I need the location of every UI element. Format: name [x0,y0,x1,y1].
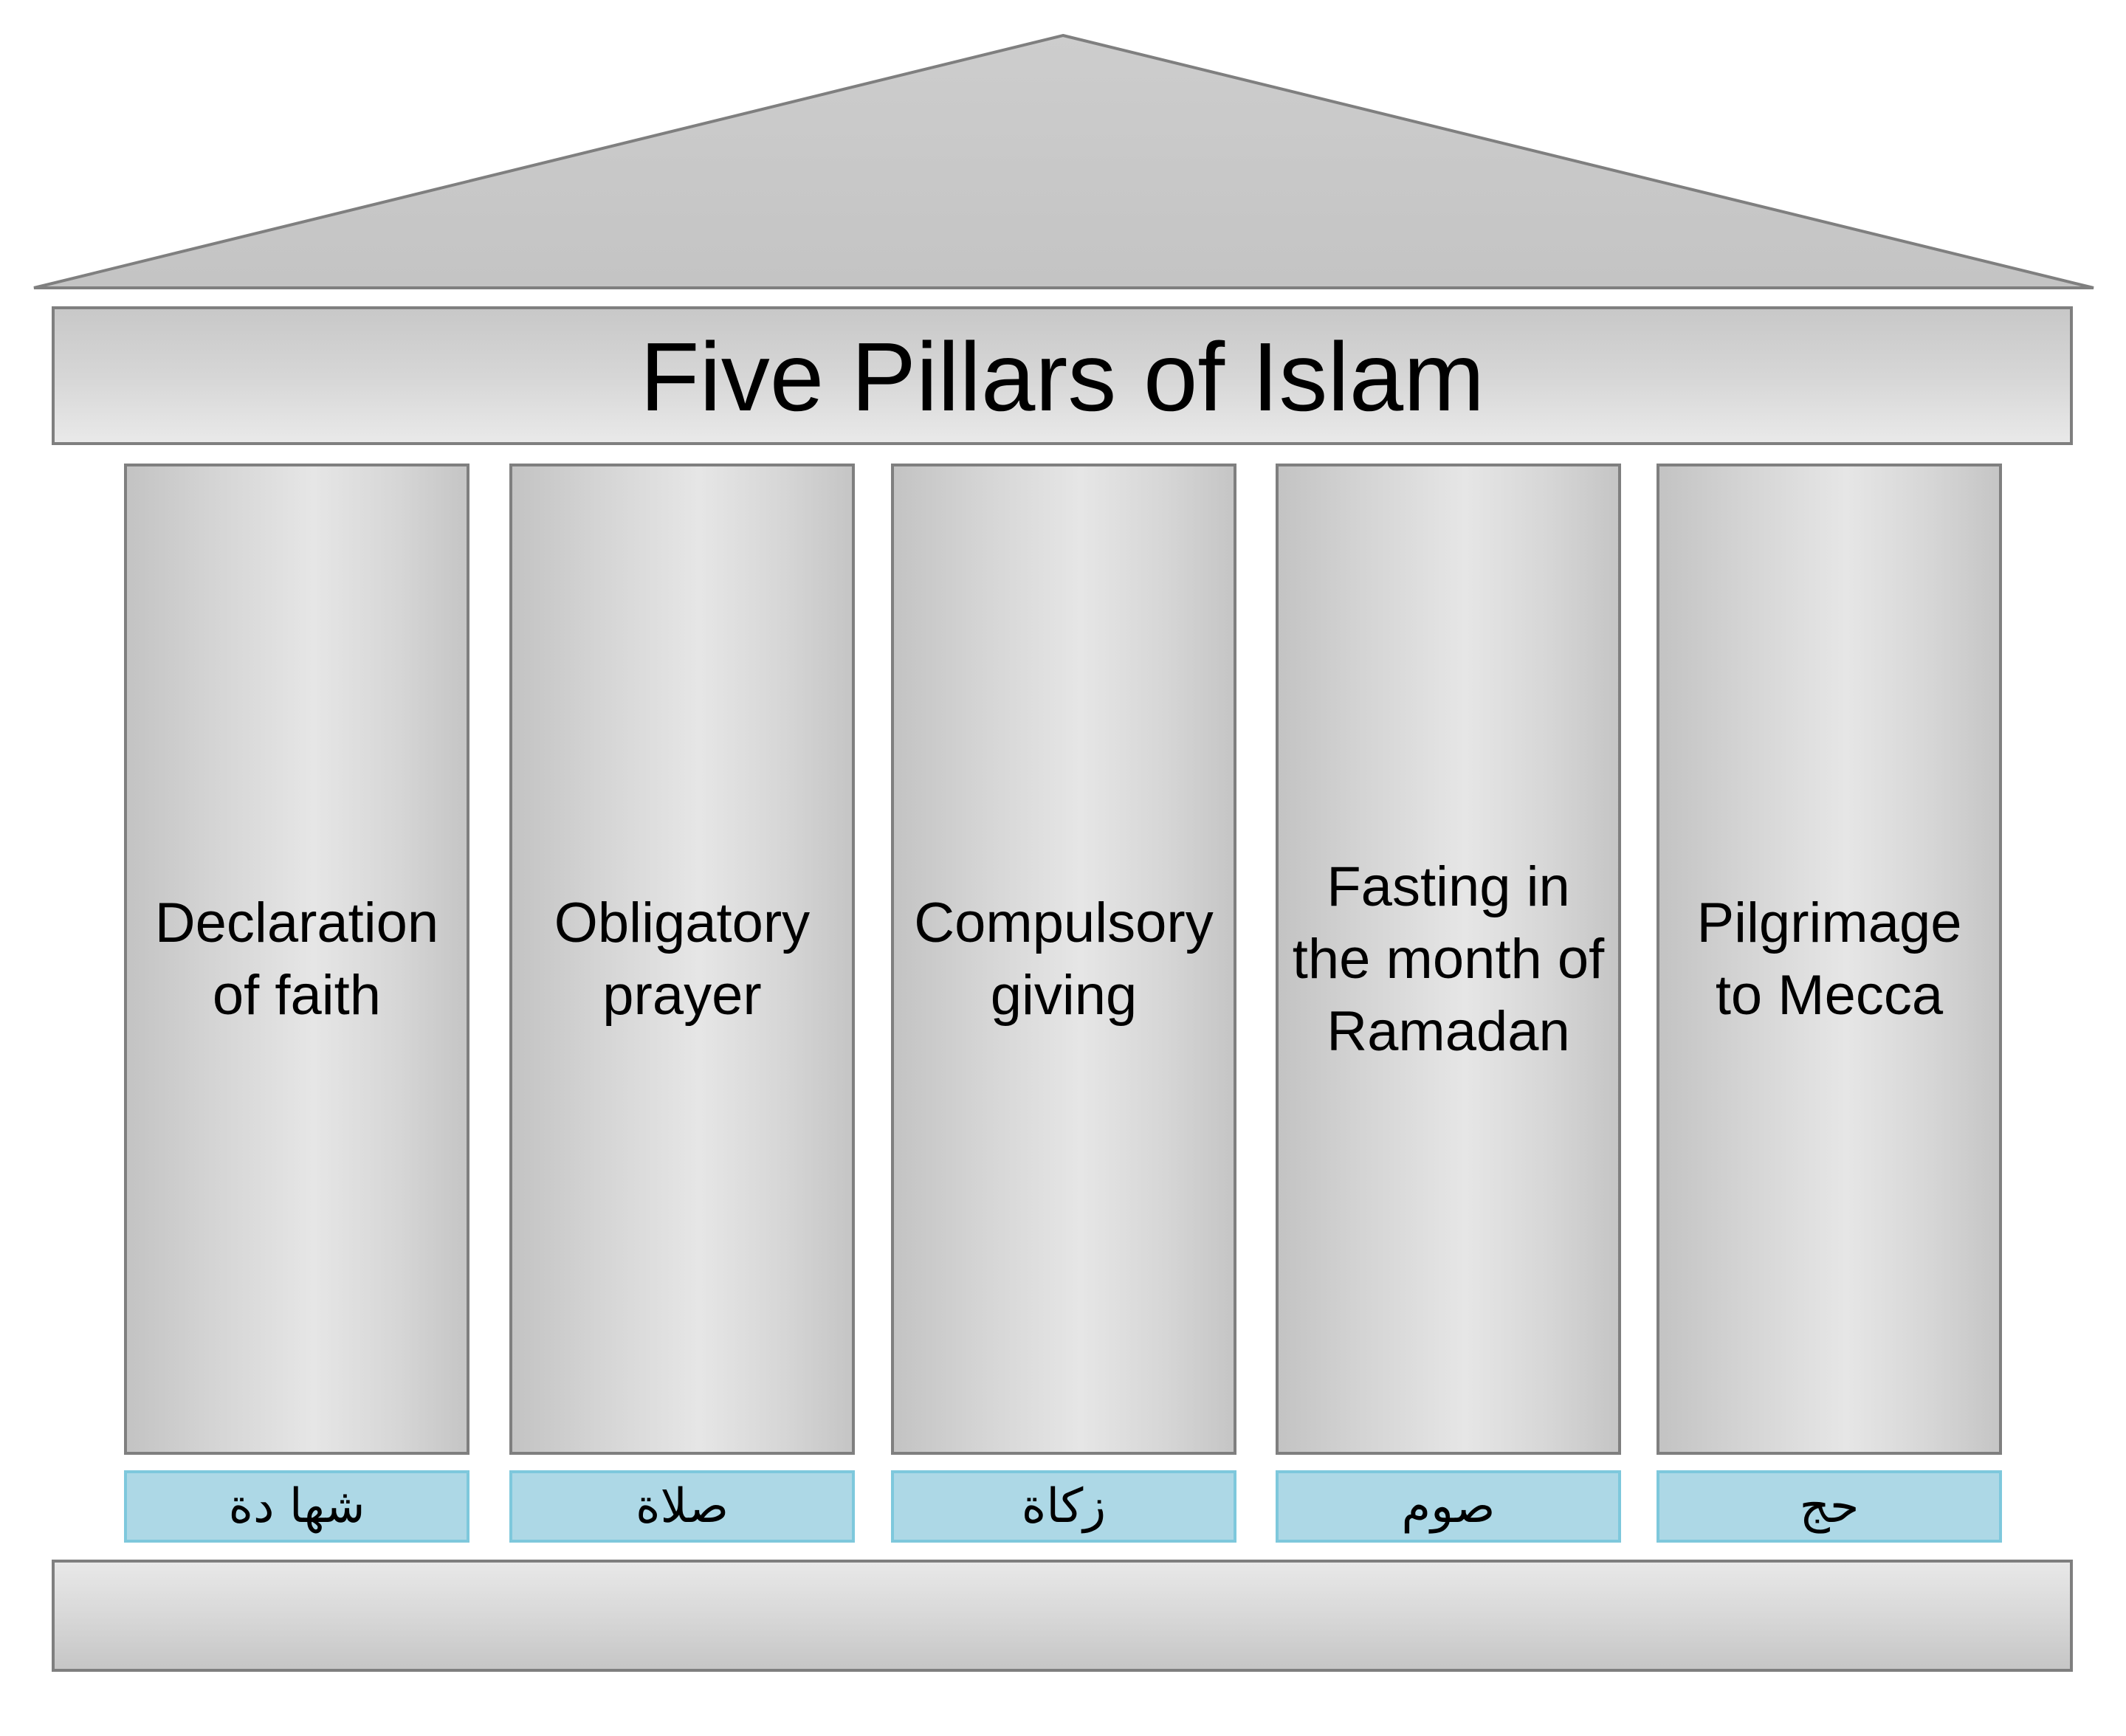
title-beam: Five Pillars of Islam [52,306,2073,445]
arabic-label: صلاة [635,1479,729,1534]
arabic-label: صوم [1401,1479,1496,1534]
arabic-label: زكاة [1021,1479,1107,1534]
arabic-label: شها دة [228,1479,365,1534]
pillar-label: Obligatory prayer [554,891,811,1027]
temple-roof [33,33,2094,289]
pillar-label: Pilgrimage to Mecca [1696,891,1962,1027]
pillar-compulsory-giving: Compulsory giving [891,464,1236,1455]
arabic-plaque-zakat: زكاة [891,1470,1236,1543]
arabic-plaque-sawm: صوم [1276,1470,1621,1543]
pillar-pilgrimage: Pilgrimage to Mecca [1657,464,2002,1455]
arabic-label: حج [1799,1479,1860,1534]
pillar-fasting: Fasting in the month of Ramadan [1276,464,1621,1455]
arabic-plaque-hajj: حج [1657,1470,2002,1543]
pillar-obligatory-prayer: Obligatory prayer [509,464,855,1455]
pillar-label: Fasting in the month of Ramadan [1292,855,1605,1063]
temple-foundation [52,1560,2073,1672]
pillar-declaration-of-faith: Declaration of faith [124,464,469,1455]
arabic-plaque-salat: صلاة [509,1470,855,1543]
pillar-label: Declaration of faith [154,891,439,1027]
diagram-title: Five Pillars of Islam [639,323,1485,431]
pillar-label: Compulsory giving [914,891,1214,1027]
arabic-plaque-shahada: شها دة [124,1470,469,1543]
